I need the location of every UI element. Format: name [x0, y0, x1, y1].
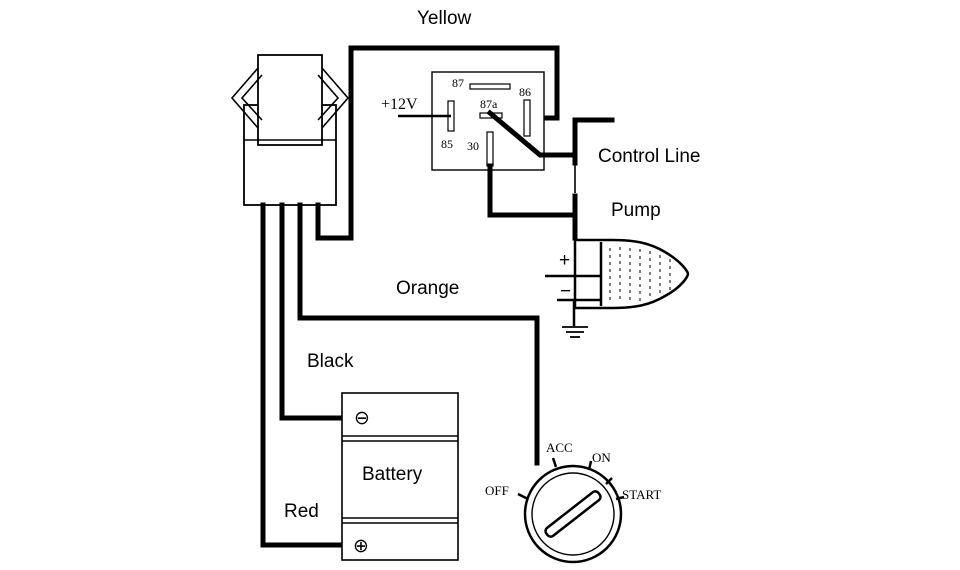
black-wire	[279, 202, 345, 421]
ignition-switch	[517, 457, 625, 564]
ignition-acc-label: ACC	[546, 440, 573, 455]
ignition-off-label: OFF	[485, 483, 509, 498]
control-line-wire	[486, 109, 578, 158]
pump-label: Pump	[611, 200, 661, 221]
control-line-label: Control Line	[598, 146, 700, 167]
relay-pin-86-label: 86	[519, 85, 531, 99]
voltage-label: +12V	[381, 96, 418, 113]
relay-pin-30-label: 30	[467, 139, 479, 153]
wire-connector	[230, 54, 350, 206]
battery	[341, 392, 459, 561]
orange-wire-label: Orange	[396, 278, 459, 299]
battery-positive-terminal: ⊕	[353, 536, 369, 557]
ground-symbol	[562, 326, 588, 338]
red-wire-label: Red	[284, 501, 319, 522]
relay-pin-87-label: 87	[452, 76, 464, 90]
yellow-wire-label: Yellow	[417, 8, 472, 29]
pump-negative-label: −	[560, 281, 571, 302]
orange-wire	[297, 202, 540, 466]
relay-pin-86	[523, 99, 531, 137]
ignition-on-label: ON	[592, 450, 611, 465]
yellow-wire	[315, 45, 560, 241]
relay-pin-30	[486, 131, 494, 167]
relay-pin-87	[469, 83, 511, 90]
battery-label: Battery	[362, 464, 423, 485]
battery-negative-terminal: ⊖	[354, 408, 370, 429]
relay-pin-87a-label: 87a	[480, 97, 498, 111]
black-wire-label: Black	[307, 351, 354, 372]
pump-wire	[487, 163, 578, 218]
pump	[545, 238, 690, 326]
pump-positive-label: +	[559, 250, 570, 271]
red-wire	[260, 202, 345, 548]
relay: 87 86 87a 85 30	[431, 71, 545, 171]
control-switch	[572, 117, 615, 241]
ignition-start-label: START	[622, 487, 661, 502]
relay-pin-85-label: 85	[441, 137, 453, 151]
